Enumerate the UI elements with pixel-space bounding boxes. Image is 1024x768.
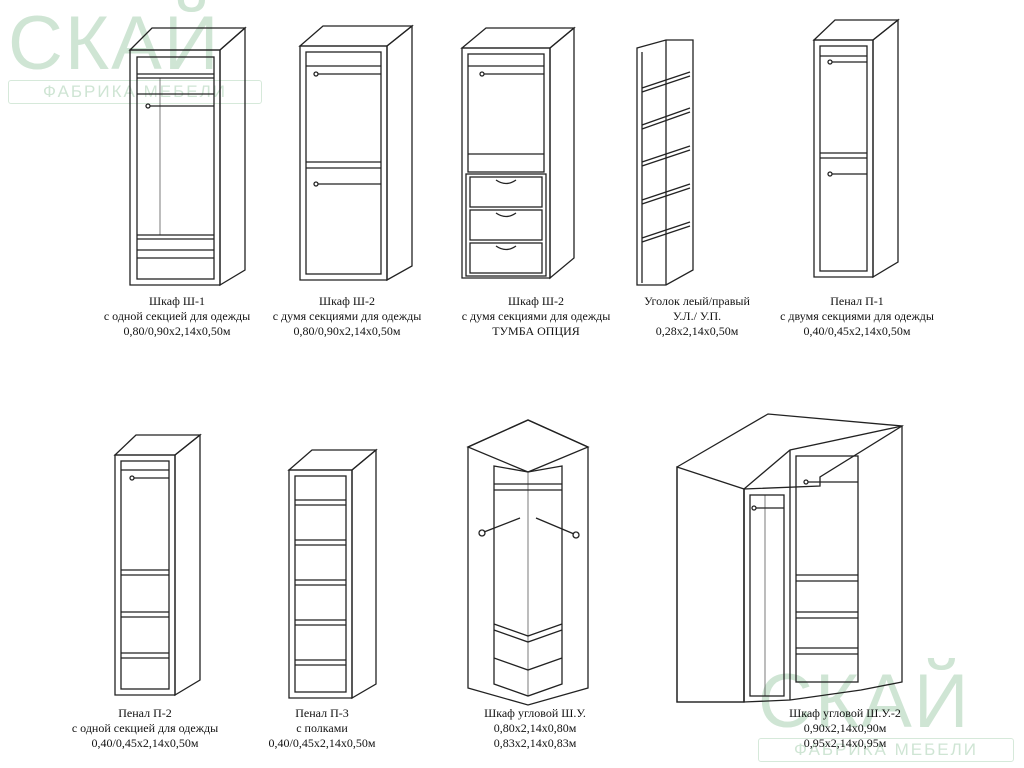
item-size: 0,95х2,14х0,95м <box>803 736 887 750</box>
item-description: с одной секцией для одежды <box>103 309 251 323</box>
brand-logo-mark: СКАЙ <box>8 1 221 86</box>
item-size: 0,40/0,45х2,14х0,50м <box>268 736 376 750</box>
item-size: 0,83х2,14х0,83м <box>493 736 577 750</box>
item-description: У.Л./ У.П. <box>672 309 722 323</box>
item-name: Шкаф угловой Ш.У. <box>484 706 586 720</box>
item-description: с двумя секциями для одежды <box>780 309 934 323</box>
item-name: Уголок леый/правый <box>644 294 750 308</box>
item-size: 0,40/0,45х2,14х0,50м <box>91 736 199 750</box>
item-size: 0,80/0,90х2,14х0,50м <box>123 324 231 338</box>
brand-logo-subtitle: ФАБРИКА МЕБЕЛИ <box>758 738 1014 762</box>
item-name: Шкаф Ш-2 <box>508 294 564 308</box>
item-name: Пенал П-3 <box>295 706 349 720</box>
brand-logo-subtitle: ФАБРИКА МЕБЕЛИ <box>8 80 262 104</box>
item-description: с полками <box>296 721 348 735</box>
item-name: Шкаф Ш-1 <box>149 294 205 308</box>
caption-sh2: Шкаф Ш-2 с думя секциями для одежды 0,80… <box>232 294 462 339</box>
caption-p3: Пенал П-3 с полками 0,40/0,45х2,14х0,50м <box>222 706 422 751</box>
brand-watermark: СКАЙ ФАБРИКА МЕБЕЛИ <box>8 6 262 104</box>
item-description: с думя секциями для одежды <box>461 309 611 323</box>
item-size: 0,40/0,45х2,14х0,50м <box>803 324 911 338</box>
item-size: 0,80х2,14х0,80м <box>493 721 577 735</box>
item-name: Пенал П-1 <box>830 294 884 308</box>
item-name: Шкаф Ш-2 <box>319 294 375 308</box>
item-size: 0,28х2,14х0,50м <box>655 324 739 338</box>
item-name: Шкаф угловой Ш.У.-2 <box>789 706 901 720</box>
caption-shu2: Шкаф угловой Ш.У.-2 0,90х2,14х0,90м 0,95… <box>740 706 950 751</box>
caption-p2: Пенал П-2 с одной секцией для одежды 0,4… <box>30 706 260 751</box>
item-description: с думя секциями для одежды <box>272 309 422 323</box>
caption-corner-shelf: Уголок леый/правый У.Л./ У.П. 0,28х2,14х… <box>592 294 802 339</box>
item-description: с одной секцией для одежды <box>71 721 219 735</box>
item-size: 0,90х2,14х0,90м <box>803 721 887 735</box>
caption-shu: Шкаф угловой Ш.У. 0,80х2,14х0,80м 0,83х2… <box>435 706 635 751</box>
caption-p1: Пенал П-1 с двумя секциями для одежды 0,… <box>752 294 962 339</box>
caption-sh2-drawer: Шкаф Ш-2 с думя секциями для одежды ТУМБ… <box>421 294 651 339</box>
item-size: 0,80/0,90х2,14х0,50м <box>293 324 401 338</box>
item-name: Пенал П-2 <box>118 706 172 720</box>
item-option: ТУМБА ОПЦИЯ <box>492 324 580 338</box>
caption-sh1: Шкаф Ш-1 с одной секцией для одежды 0,80… <box>62 294 292 339</box>
